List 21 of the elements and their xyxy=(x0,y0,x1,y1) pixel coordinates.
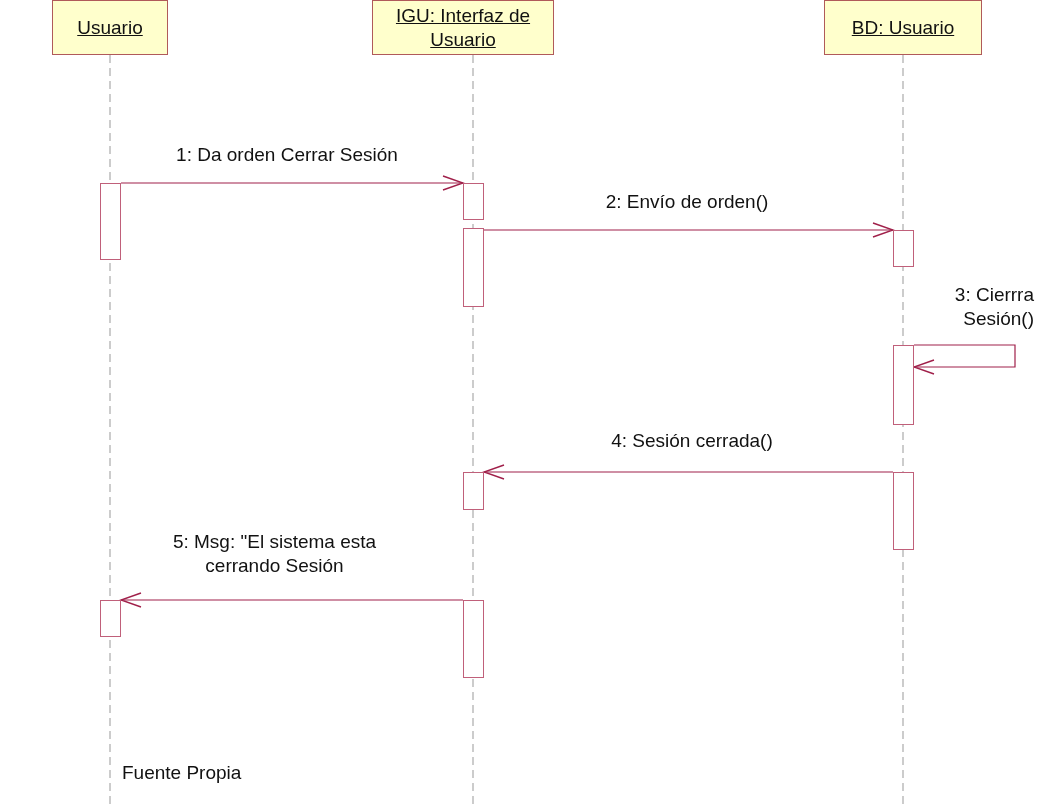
activation-bar xyxy=(100,183,121,260)
activation-bar xyxy=(463,183,484,220)
activation-bar xyxy=(100,600,121,637)
participant-box xyxy=(372,0,554,55)
participant-name: BD: Usuario xyxy=(851,15,955,40)
participant-box xyxy=(52,0,168,55)
participant-box xyxy=(824,0,982,55)
participant-name: IGU: Interfaz de Usuario xyxy=(394,3,532,52)
message-arrow xyxy=(483,222,894,238)
message-arrow xyxy=(120,175,464,191)
activation-bar xyxy=(463,228,484,307)
activation-bar xyxy=(893,472,914,550)
source-note: Fuente Propia xyxy=(122,762,242,784)
message-arrow xyxy=(120,592,464,608)
message-arrow xyxy=(483,464,894,480)
activation-bar xyxy=(463,600,484,678)
activation-bar xyxy=(893,230,914,267)
activation-bar xyxy=(463,472,484,510)
message-arrow xyxy=(913,344,1016,375)
participant-name: Usuario xyxy=(77,15,143,40)
activation-bar xyxy=(893,345,914,425)
